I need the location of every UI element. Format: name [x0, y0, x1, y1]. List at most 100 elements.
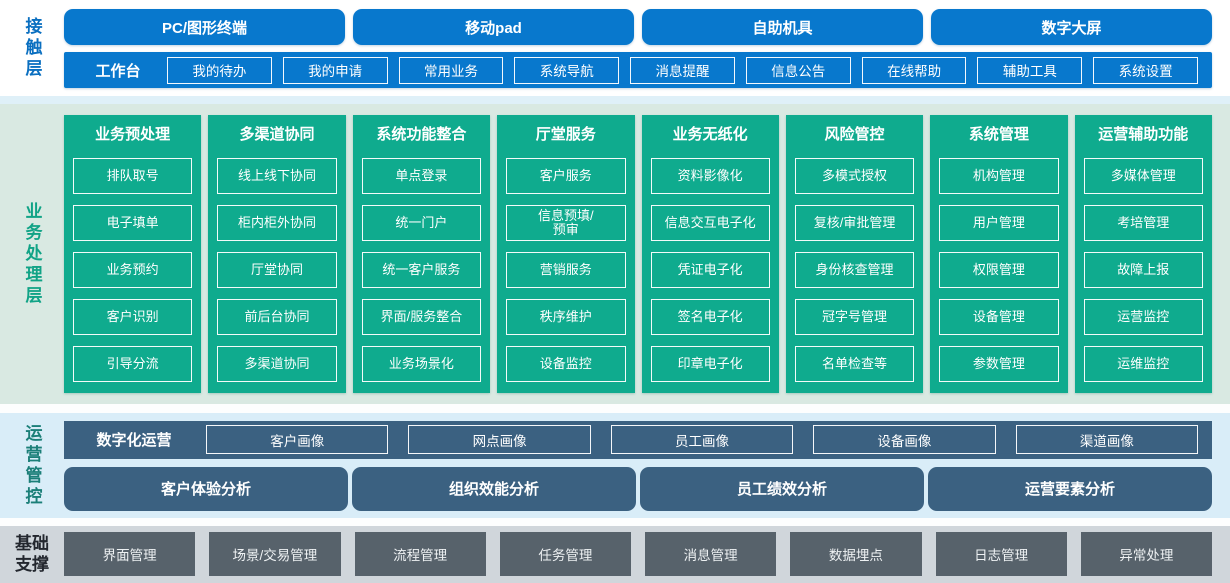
business-module-label: 凭证电子化	[677, 262, 743, 278]
business-module-button[interactable]: 机构管理	[939, 158, 1059, 195]
business-module-button[interactable]: 凭证电子化	[650, 252, 770, 289]
foundation-layer-gutter: 基础支撑	[0, 533, 64, 576]
business-module-button[interactable]: 多媒体管理	[1083, 158, 1203, 195]
business-module-button[interactable]: 线上线下协同	[217, 158, 337, 195]
business-module-button[interactable]: 运营监控	[1083, 299, 1203, 336]
business-module-button[interactable]: 秩序维护	[506, 299, 626, 336]
business-module-button[interactable]: 业务场景化	[361, 346, 482, 383]
workbench-button[interactable]: 在线帮助	[861, 56, 967, 84]
contact-layer-gutter: 接触层	[0, 9, 64, 88]
analysis-button[interactable]: 组织效能分析	[352, 466, 636, 511]
business-module-button[interactable]: 业务预约	[73, 252, 193, 289]
business-module-button[interactable]: 参数管理	[939, 346, 1059, 383]
business-module-label: 统一门户	[395, 215, 448, 231]
business-column-title: 风险管控	[824, 126, 885, 144]
business-module-button[interactable]: 印章电子化	[650, 346, 770, 383]
profile-button[interactable]: 员工画像	[610, 425, 794, 455]
foundation-module-button[interactable]: 日志管理	[935, 532, 1067, 577]
business-module-button[interactable]: 签名电子化	[650, 299, 770, 336]
business-module-label: 单点登录	[395, 168, 448, 184]
business-module-button[interactable]: 多渠道协同	[217, 346, 337, 383]
business-module-button[interactable]: 客户服务	[506, 158, 626, 195]
business-module-button[interactable]: 界面/服务整合	[361, 299, 482, 336]
workbench-button[interactable]: 辅助工具	[977, 56, 1083, 84]
terminal-button[interactable]: 数字大屏	[931, 9, 1212, 45]
profile-button[interactable]: 渠道画像	[1015, 425, 1199, 455]
workbench-button-label: 我的待办	[192, 64, 247, 79]
foundation-module-button[interactable]: 数据埋点	[790, 532, 922, 577]
business-module-label: 机构管理	[972, 168, 1025, 184]
workbench-button[interactable]: 系统设置	[1093, 56, 1199, 84]
business-column: 厅堂服务 客户服务 信息预填/ 预审	[497, 115, 635, 394]
foundation-module-button[interactable]: 消息管理	[645, 532, 777, 577]
business-module-label: 电子填单	[106, 215, 159, 231]
business-module-button[interactable]: 排队取号	[73, 158, 193, 195]
business-module-button[interactable]: 引导分流	[73, 346, 193, 383]
section-divider	[0, 517, 1230, 526]
business-module-button[interactable]: 厅堂协同	[217, 252, 337, 289]
business-column: 系统管理 机构管理 用户管理	[930, 115, 1068, 394]
profile-button[interactable]: 设备画像	[813, 425, 996, 455]
workbench-button[interactable]: 系统导航	[514, 56, 620, 84]
business-module-button[interactable]: 用户管理	[939, 205, 1059, 242]
business-module-button[interactable]: 信息预填/ 预审	[506, 205, 626, 242]
business-module-button[interactable]: 统一门户	[361, 205, 482, 242]
business-module-label: 界面/服务整合	[380, 309, 463, 325]
contact-layer-content: PC/图形终端 移动pad 自助机具 数字大屏 工作台	[64, 9, 1212, 88]
business-module-label: 用户管理	[972, 215, 1025, 231]
foundation-module-label: 消息管理	[683, 548, 738, 564]
business-module-button[interactable]: 运维监控	[1083, 346, 1203, 383]
section-divider	[0, 96, 1230, 105]
foundation-module-button[interactable]: 流程管理	[354, 532, 486, 577]
business-module-button[interactable]: 复核/审批管理	[794, 205, 915, 242]
workbench-button[interactable]: 消息提醒	[630, 56, 735, 84]
business-module-label: 冠字号管理	[822, 309, 888, 325]
business-module-button[interactable]: 营销服务	[506, 252, 626, 289]
analysis-button[interactable]: 运营要素分析	[928, 466, 1212, 511]
analysis-button-label: 运营要素分析	[1024, 481, 1115, 499]
profile-button[interactable]: 网点画像	[408, 425, 591, 455]
business-module-button[interactable]: 权限管理	[939, 252, 1059, 289]
business-module-button[interactable]: 统一客户服务	[361, 252, 482, 289]
business-module-button[interactable]: 前后台协同	[217, 299, 337, 336]
analysis-button-label: 组织效能分析	[448, 481, 539, 499]
business-module-button[interactable]: 冠字号管理	[794, 299, 915, 336]
business-module-button[interactable]: 单点登录	[361, 158, 482, 195]
workbench-button[interactable]: 我的申请	[282, 56, 388, 84]
analysis-button[interactable]: 客户体验分析	[64, 466, 348, 511]
business-module-button[interactable]: 设备监控	[506, 346, 626, 383]
business-module-button[interactable]: 设备管理	[939, 299, 1059, 336]
business-module-button[interactable]: 故障上报	[1083, 252, 1203, 289]
workbench-button[interactable]: 信息公告	[745, 56, 851, 84]
business-module-label: 秩序维护	[539, 309, 592, 325]
business-module-button[interactable]: 身份核查管理	[794, 252, 915, 289]
foundation-module-button[interactable]: 异常处理	[1080, 532, 1212, 577]
business-module-button[interactable]: 名单检查等	[794, 346, 915, 383]
workbench-button-label: 信息公告	[771, 64, 826, 79]
foundation-module-button[interactable]: 界面管理	[64, 532, 196, 577]
business-module-button[interactable]: 考培管理	[1083, 205, 1203, 242]
foundation-module-button[interactable]: 任务管理	[499, 532, 631, 577]
terminal-button[interactable]: 自助机具	[642, 9, 923, 45]
terminal-button-label: 数字大屏	[1041, 19, 1102, 37]
business-module-button[interactable]: 信息交互电子化	[650, 205, 770, 242]
business-module-label: 前后台协同	[244, 309, 310, 325]
terminal-button-label: 移动pad	[465, 19, 522, 37]
business-module-button[interactable]: 电子填单	[73, 205, 193, 242]
profile-button[interactable]: 客户画像	[206, 425, 389, 455]
foundation-module-label: 场景/交易管理	[232, 548, 318, 564]
profile-button-label: 客户画像	[270, 433, 325, 449]
terminal-button[interactable]: 移动pad	[353, 9, 634, 45]
workbench-button[interactable]: 常用业务	[398, 56, 504, 84]
business-module-button[interactable]: 资料影像化	[650, 158, 770, 195]
business-module-button[interactable]: 柜内柜外协同	[217, 205, 337, 242]
workbench-button[interactable]: 我的待办	[167, 56, 272, 84]
foundation-module-button[interactable]: 场景/交易管理	[209, 532, 341, 577]
business-module-label: 运维监控	[1117, 356, 1170, 372]
business-module-button[interactable]: 客户识别	[73, 299, 193, 336]
analysis-button[interactable]: 员工绩效分析	[640, 466, 924, 511]
terminal-button[interactable]: PC/图形终端	[64, 9, 345, 45]
business-module-button[interactable]: 多模式授权	[794, 158, 915, 195]
workbench-button-label: 辅助工具	[1002, 64, 1057, 79]
business-module-label: 业务预约	[106, 262, 159, 278]
